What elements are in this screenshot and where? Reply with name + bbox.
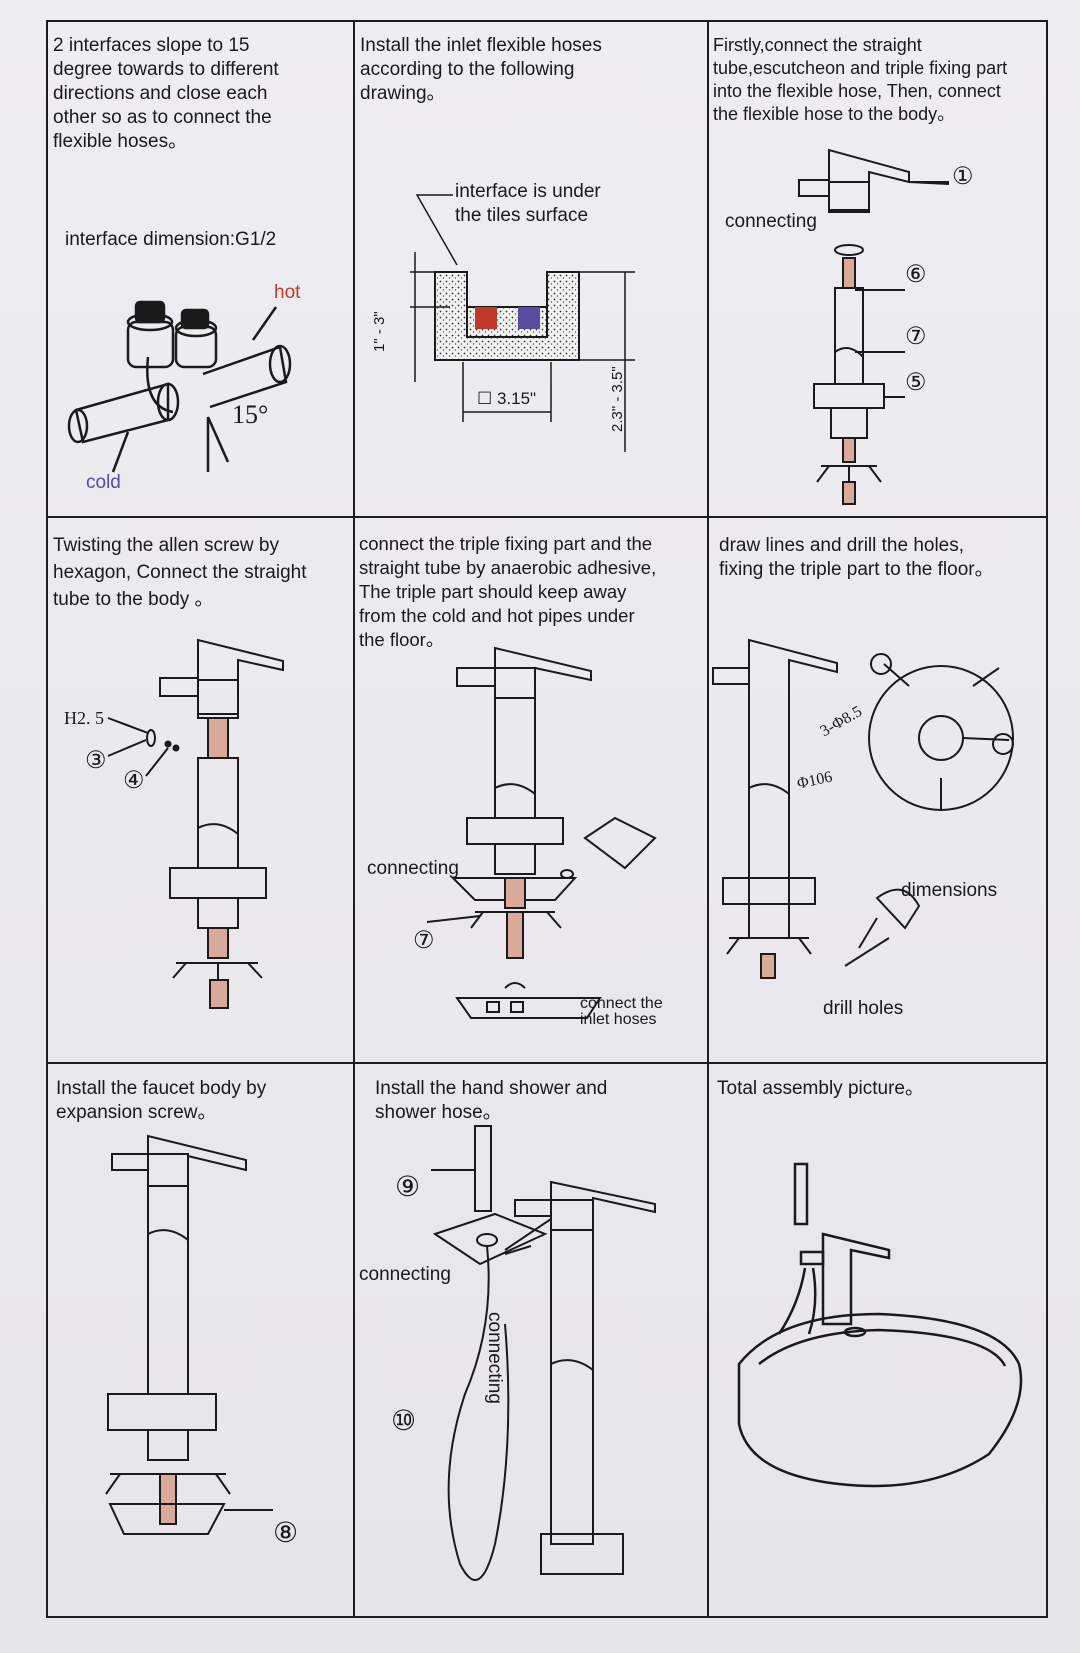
- drill-holes-label: drill holes: [823, 998, 904, 1019]
- hand-shower-illustration: [431, 1125, 656, 1581]
- interface-dimension-label: interface dimension:G1/2: [65, 229, 277, 250]
- tile-cutout-diagram: [410, 194, 635, 452]
- step-1-text: 2 interfaces slope to 15 degree towards …: [53, 35, 279, 152]
- step-cell-8: Install the hand shower and shower hose。…: [355, 1064, 707, 1616]
- interface-fitting-illustration: [67, 300, 292, 473]
- width-dimension: ☐ 3.15": [477, 389, 537, 408]
- step-cell-5: connect the triple fixing part and the s…: [355, 518, 707, 1062]
- row-divider: [48, 1062, 1046, 1064]
- step-3-text: Firstly,connect the straight tube,escutc…: [713, 35, 1008, 124]
- connecting-label: connecting: [725, 211, 817, 232]
- faucet-exploded-view: [798, 148, 950, 505]
- callout-4: ④: [123, 768, 145, 794]
- under-tiles-label: interface is under the tiles surface: [455, 181, 601, 226]
- expansion-screw-illustration: [105, 1134, 273, 1535]
- step-7-text: Install the faucet body by expansion scr…: [56, 1078, 267, 1123]
- step-6-text: draw lines and drill the holes, fixing t…: [719, 535, 994, 580]
- angle-label: 15°: [232, 400, 269, 429]
- step-5-text: connect the triple fixing part and the s…: [359, 533, 657, 650]
- step-cell-9: Total assembly picture。: [709, 1064, 1046, 1616]
- step-4-text: Twisting the allen screw by hexagon, Con…: [53, 535, 307, 610]
- step-cell-7: Install the faucet body by expansion scr…: [48, 1064, 353, 1616]
- drilling-illustration: [712, 638, 1014, 979]
- step-grid: 2 interfaces slope to 15 degree towards …: [46, 20, 1048, 1618]
- column-divider: [707, 22, 709, 1616]
- cold-label: cold: [86, 472, 121, 493]
- connecting-label: connecting: [359, 1264, 451, 1285]
- dimensions-label: dimensions: [901, 880, 998, 901]
- callout-7: ⑦: [413, 928, 435, 954]
- callout-9: ⑨: [395, 1172, 421, 1203]
- step-cell-6: draw lines and drill the holes, fixing t…: [709, 518, 1046, 1062]
- step-cell-2: Install the inlet flexible hoses accordi…: [355, 22, 707, 516]
- total-assembly-illustration: [737, 1162, 1023, 1488]
- inlet-hoses-label: connect the inlet hoses: [580, 995, 663, 1028]
- callout-1: ①: [952, 164, 974, 190]
- callout-3: ③: [85, 748, 107, 774]
- step-cell-3: Firstly,connect the straight tube,escutc…: [709, 22, 1046, 516]
- step-cell-1: 2 interfaces slope to 15 degree towards …: [48, 22, 353, 516]
- step-9-text: Total assembly picture。: [717, 1078, 924, 1099]
- hot-label: hot: [274, 282, 301, 303]
- adhesive-connection-illustration: [426, 646, 657, 1019]
- h25-label: H2. 5: [64, 708, 104, 728]
- connecting-label: connecting: [367, 858, 459, 879]
- callout-8: ⑧: [273, 1518, 299, 1549]
- column-divider: [353, 22, 355, 1616]
- row-divider: [48, 516, 1046, 518]
- callout-6: ⑥: [905, 262, 927, 288]
- allen-screw-illustration: [107, 638, 284, 1009]
- callout-7: ⑦: [905, 324, 927, 350]
- callout-10: ⑩: [391, 1406, 417, 1437]
- step-2-text: Install the inlet flexible hoses accordi…: [360, 35, 602, 104]
- callout-5: ⑤: [905, 370, 927, 396]
- step-8-text: Install the hand shower and shower hose。: [375, 1078, 608, 1123]
- step-cell-4: Twisting the allen screw by hexagon, Con…: [48, 518, 353, 1062]
